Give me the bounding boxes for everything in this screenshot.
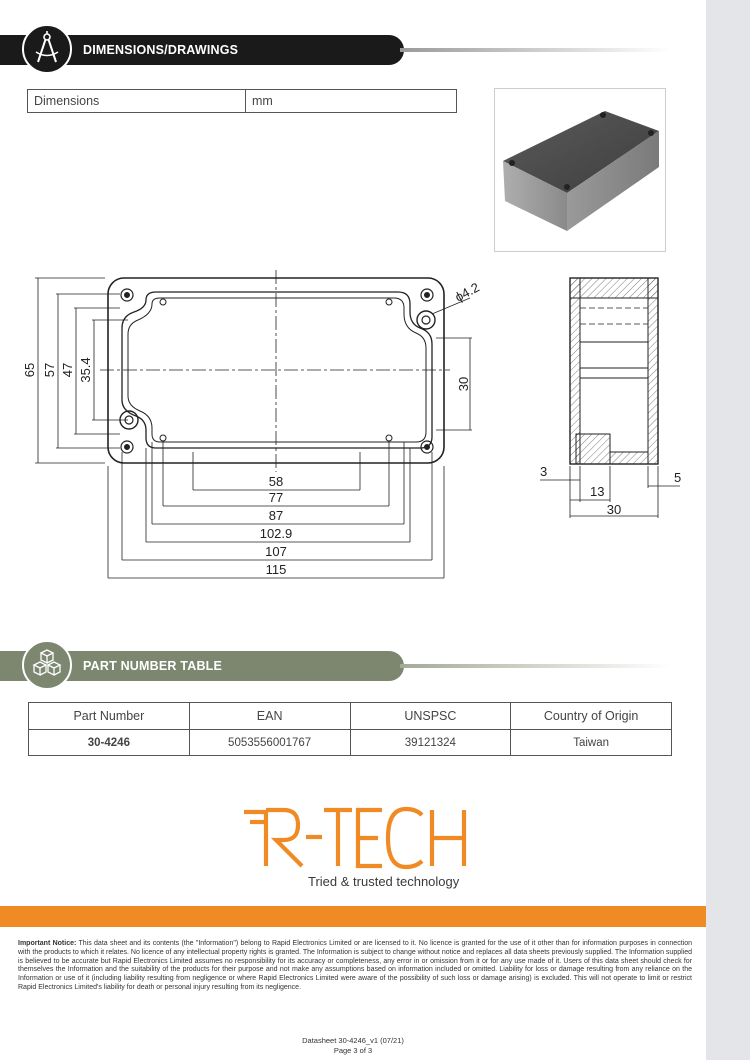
parts-table: Part Number EAN UNSPSC Country of Origin…: [28, 702, 672, 756]
brand-tagline: Tried & trusted technology: [308, 874, 460, 889]
dim-65: 65: [22, 363, 37, 377]
dimensions-unit: mm: [245, 89, 457, 113]
notice-lead: Important Notice:: [18, 940, 77, 947]
side-dim-5: 5: [674, 470, 681, 485]
notice-text: This data sheet and its contents (the "I…: [18, 940, 692, 991]
dim-102-9: 102.9: [260, 526, 293, 541]
part-number-banner: PART NUMBER TABLE: [0, 640, 706, 690]
header-part-number: Part Number: [28, 702, 190, 730]
cell-part-number: 30-4246: [28, 729, 190, 756]
technical-drawing: 58 77 87 102.9 107 115 65 57 47 35.4 30 …: [22, 270, 681, 579]
important-notice: Important Notice: This data sheet and it…: [18, 940, 692, 993]
header-unspsc: UNSPSC: [349, 702, 512, 730]
side-view: 3 13 5 30: [540, 277, 681, 518]
cell-unspsc: 39121324: [349, 729, 512, 756]
orange-footer-bar: [0, 906, 706, 927]
dim-57: 57: [42, 363, 57, 377]
dim-107: 107: [265, 544, 287, 559]
dim-115: 115: [266, 562, 287, 577]
header-ean: EAN: [188, 702, 351, 730]
dimensions-table: Dimensions mm: [27, 89, 457, 113]
cell-ean: 5053556001767: [188, 729, 351, 756]
dimensions-title: DIMENSIONS/DRAWINGS: [83, 43, 239, 57]
boxes-icon: [22, 640, 72, 690]
dim-77: 77: [269, 490, 283, 505]
part-number-title: PART NUMBER TABLE: [83, 659, 223, 673]
dimensions-label: Dimensions: [27, 89, 246, 113]
table-row: 30-4246 5053556001767 39121324 Taiwan: [28, 729, 672, 756]
dim-30-right: 30: [456, 377, 471, 391]
side-dim-13: 13: [590, 484, 604, 499]
cell-country: Taiwan: [510, 729, 672, 756]
rtech-logo: [240, 806, 470, 870]
dimensions-banner: DIMENSIONS/DRAWINGS: [0, 24, 706, 74]
footer-datasheet: Datasheet 30-4246_v1 (07/21): [302, 1036, 404, 1045]
parts-table-header-row: Part Number EAN UNSPSC Country of Origin: [28, 702, 672, 730]
dim-47: 47: [60, 363, 75, 377]
dim-hole: ϕ4.2: [452, 279, 481, 304]
side-dim-30: 30: [607, 502, 621, 517]
dim-87: 87: [269, 508, 283, 523]
product-photo: [494, 88, 666, 252]
front-view: 58 77 87 102.9 107 115 65 57 47 35.4 30 …: [22, 270, 482, 579]
dim-58: 58: [269, 474, 283, 489]
right-margin-rail: [706, 0, 750, 1060]
footer-page: Page 3 of 3: [333, 1046, 373, 1055]
side-dim-3: 3: [540, 464, 547, 479]
dim-35-4: 35.4: [78, 357, 93, 382]
header-country: Country of Origin: [510, 702, 672, 730]
compass-icon: [22, 24, 72, 74]
